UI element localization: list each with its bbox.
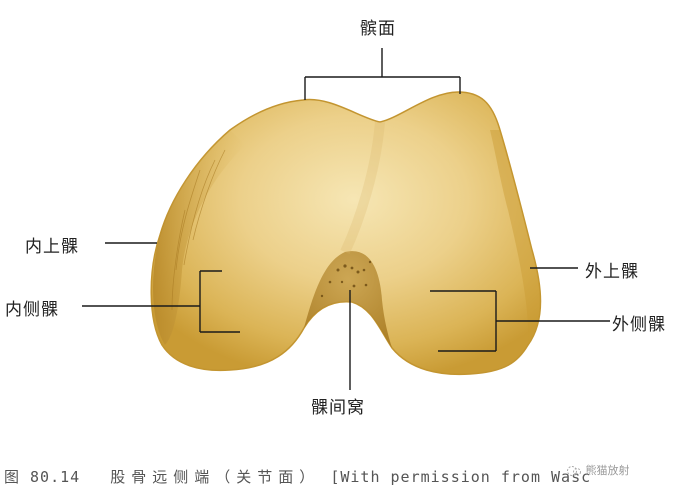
label-intercondylar-fossa: 髁间窝 — [311, 398, 365, 418]
lateral-edge-shade — [490, 130, 541, 345]
fossa-pits — [320, 260, 372, 298]
label-patellar-surface: 髌面 — [360, 19, 396, 39]
label-medial-epicondyle: 内上髁 — [25, 237, 79, 257]
bone-body — [150, 91, 542, 376]
label-lateral-epicondyle: 外上髁 — [585, 262, 639, 282]
leader-lines — [82, 48, 610, 390]
medial-epicondyle-texture — [153, 130, 245, 345]
label-lateral-condyle: 外侧髁 — [612, 315, 666, 335]
caption-prefix: 图 80.14 — [4, 468, 81, 486]
watermark-text: 熊猫放射 — [585, 464, 630, 477]
wechat-logo-icon — [567, 466, 581, 476]
watermark: 熊猫放射 — [566, 462, 630, 478]
intercondylar-fossa-shape — [304, 251, 392, 348]
label-medial-condyle: 内侧髁 — [5, 300, 59, 320]
caption-english: [With permission from Wasc — [330, 468, 592, 486]
figure-caption: 图 80.14 股骨远侧端（关节面） [With permission from… — [4, 466, 591, 487]
caption-chinese: 股骨远侧端（关节面） — [110, 468, 321, 486]
